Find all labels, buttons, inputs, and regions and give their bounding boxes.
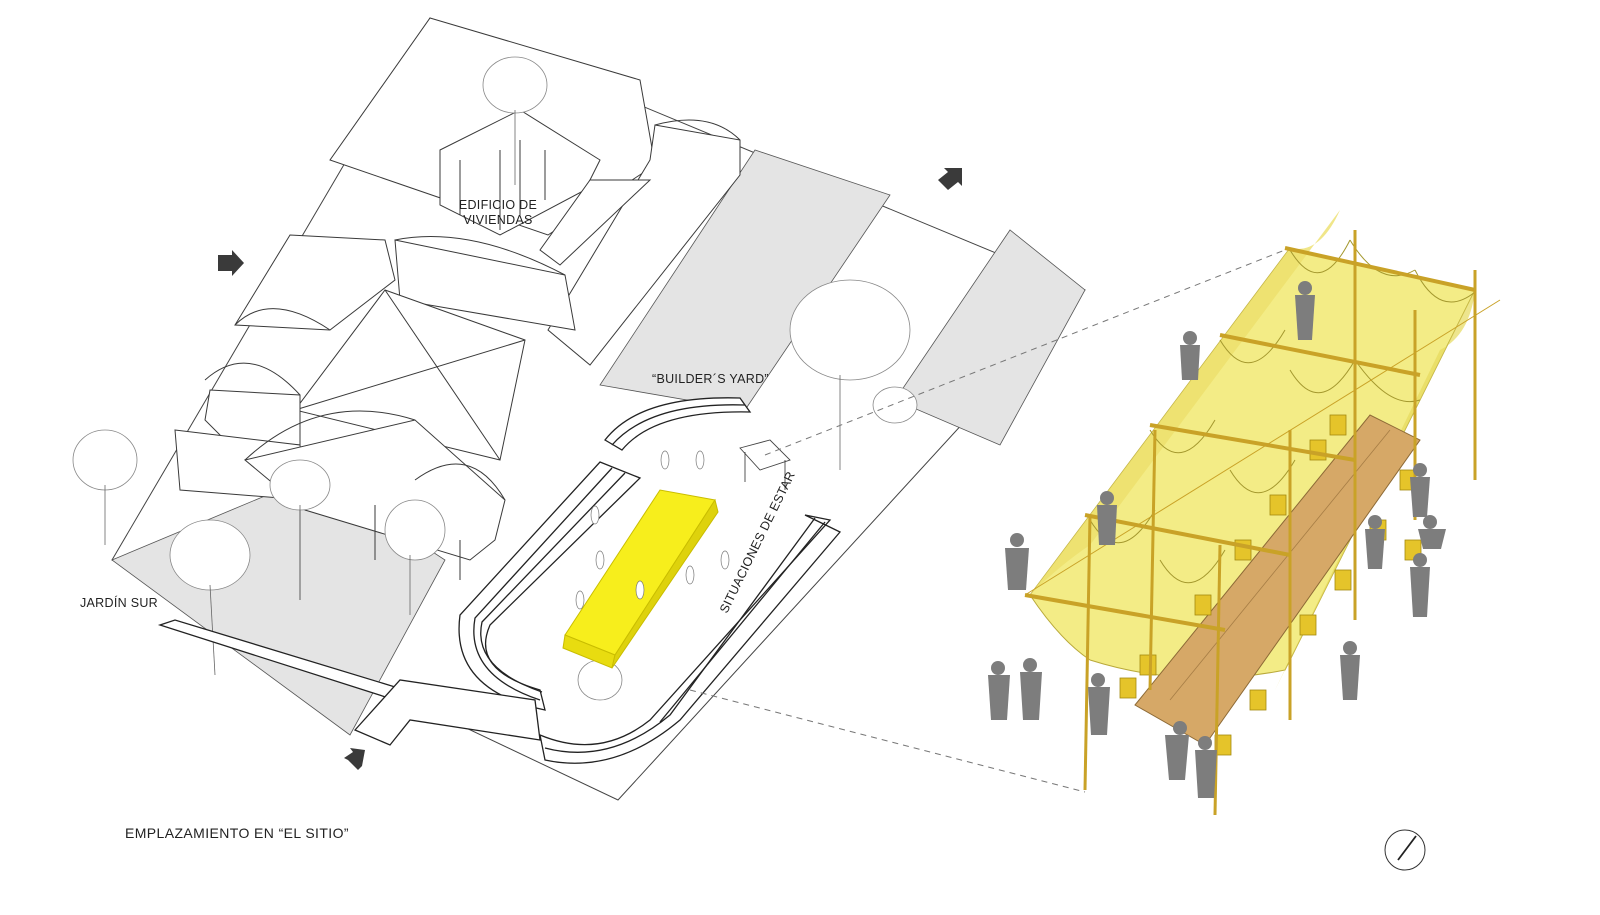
person xyxy=(1295,281,1315,340)
tree xyxy=(72,429,138,545)
people-silhouettes xyxy=(988,281,1446,798)
beams xyxy=(1024,246,1476,632)
person xyxy=(1340,641,1360,700)
person xyxy=(1088,673,1110,735)
person xyxy=(1097,491,1117,545)
street-lot xyxy=(894,229,1086,446)
canopy-pavilion-detail xyxy=(988,210,1501,816)
trees xyxy=(72,56,918,701)
leader-lines xyxy=(689,247,1291,793)
tree xyxy=(577,659,623,701)
person xyxy=(1410,463,1430,517)
entry-arrow-icon xyxy=(218,250,244,276)
tree xyxy=(169,519,251,676)
entry-arrow-icon xyxy=(938,168,962,190)
person xyxy=(1418,515,1446,549)
tree xyxy=(482,56,548,185)
label-edificio-line2: VIVIENDAS xyxy=(463,213,533,227)
tree xyxy=(384,499,446,615)
tree xyxy=(789,279,911,470)
person xyxy=(1005,533,1029,590)
site-ground xyxy=(111,17,1086,801)
person xyxy=(1165,721,1189,780)
builders-yard-seating xyxy=(157,397,842,764)
entry-arrow-icon xyxy=(344,748,365,770)
person xyxy=(1410,553,1430,617)
diagram-title: EMPLAZAMIENTO EN “EL SITIO” xyxy=(125,825,349,841)
label-edificio-de-viviendas: EDIFICIO DE VIVIENDAS xyxy=(458,198,538,228)
person xyxy=(1020,658,1042,720)
person xyxy=(988,661,1010,720)
tree xyxy=(269,459,331,600)
label-builders-yard: “BUILDER´S YARD” xyxy=(652,372,769,386)
person xyxy=(1195,736,1217,798)
person xyxy=(1180,331,1200,380)
highlighted-long-table xyxy=(562,489,719,669)
site-people xyxy=(575,450,730,610)
north-arrow-icon xyxy=(1384,829,1426,871)
person xyxy=(1365,515,1385,569)
label-edificio-line1: EDIFICIO DE xyxy=(458,198,538,212)
label-jardin-sur: JARDÍN SUR xyxy=(80,596,159,610)
tree xyxy=(872,386,918,424)
